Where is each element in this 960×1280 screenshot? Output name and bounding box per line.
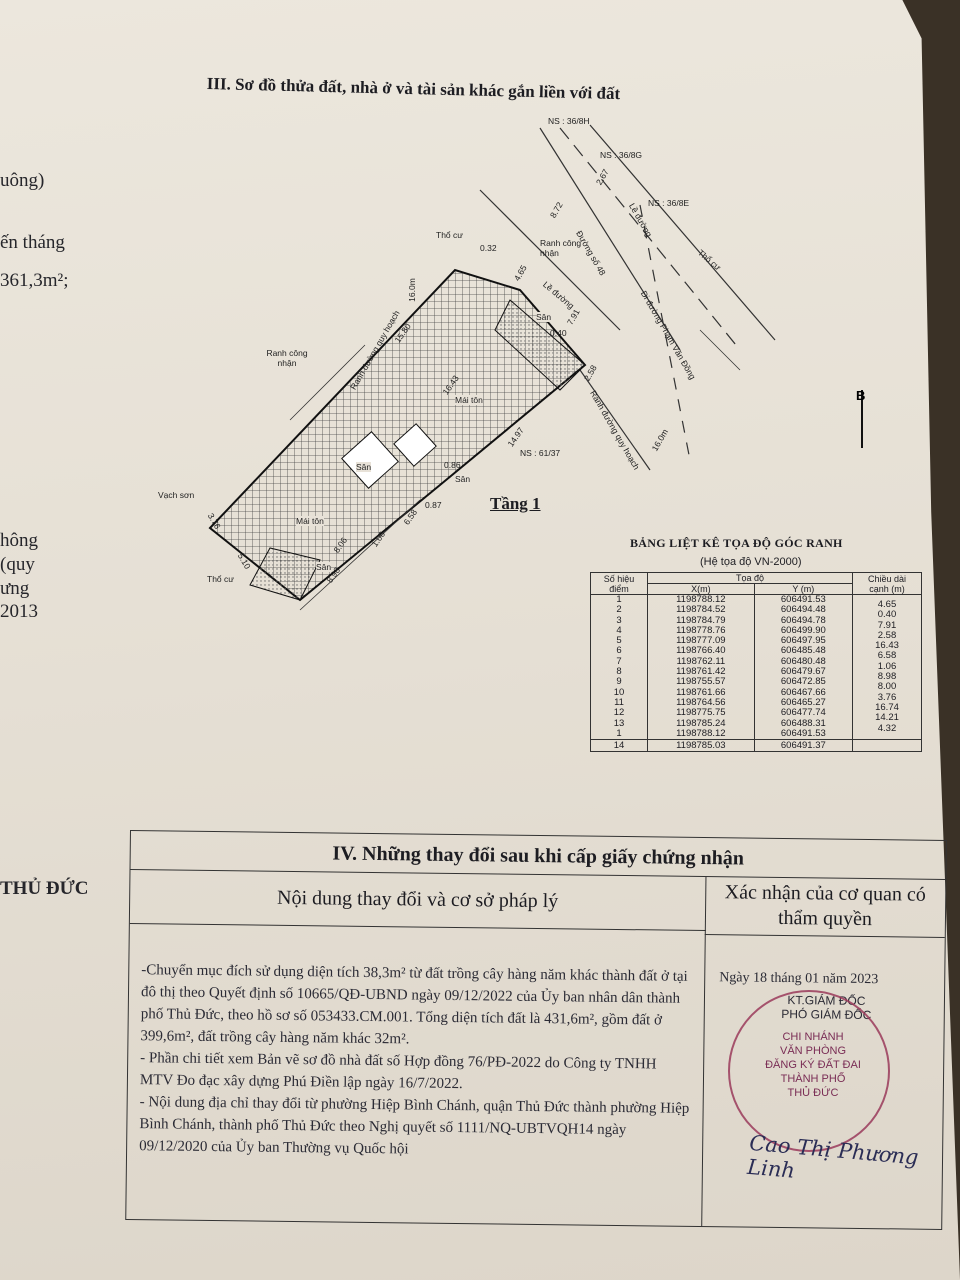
- label-tho-cu-bottom: Thổ cư: [207, 574, 234, 584]
- left-fragment: (quy: [0, 554, 35, 575]
- change-para-2: - Phần chi tiết xem Bản vẽ sơ đồ nhà đất…: [139, 1050, 657, 1093]
- north-label: B: [856, 388, 865, 403]
- th-coords: Tọa độ: [647, 572, 853, 584]
- dim-040: 0.40: [550, 328, 567, 338]
- north-arrow-icon: B: [856, 388, 865, 448]
- col-y: 606491.53 606494.48 606494.78 606499.90 …: [753, 593, 854, 741]
- section4-divider: [701, 930, 706, 1227]
- coord-table-title: BẢNG LIỆT KÊ TỌA ĐỘ GÓC RANH: [630, 536, 843, 550]
- th-y: Y (m): [753, 583, 854, 595]
- label-san-3: Sân: [455, 474, 471, 484]
- dim-032: 0.32: [480, 243, 497, 253]
- official-stamp-icon: [728, 990, 890, 1152]
- th-point: Số hiệu điểm: [590, 572, 648, 595]
- extra-y: 606491.37: [753, 739, 854, 753]
- label-san-4: Sân: [316, 562, 332, 572]
- label-san-2: Sân: [356, 462, 372, 472]
- left-fragment: 361,3m²;: [0, 270, 69, 291]
- col-ids: 1 2 3 4 5 6 7 8 9 10 11 12 13 1: [590, 593, 648, 741]
- label-tho-cu-top: Thổ cư: [436, 230, 463, 240]
- yard-back: [249, 547, 321, 601]
- label-vach-son: Vạch sơn: [158, 490, 195, 500]
- label-ranh-cong-nhan-left: Ranh công nhận: [266, 348, 308, 368]
- label-ranh-cong-nhan-top: Ranh công nhận: [540, 238, 582, 258]
- change-para-3: - Nội dung địa chỉ thay đổi từ phường Hi…: [139, 1094, 690, 1158]
- confirmation-date: Ngày 18 tháng 01 năm 2023: [719, 970, 879, 988]
- col-lens: 4.65 0.40 7.91 2.58 16.43 6.58 1.06 8.98…: [852, 593, 922, 741]
- dim-086: 0.86: [444, 460, 461, 470]
- left-fragment: uông): [0, 170, 45, 191]
- road-lines: [479, 124, 776, 471]
- section4-content: -Chuyển mục đích sử dụng diện tích 38,3m…: [139, 959, 691, 1164]
- stamp-text: CHI NHÁNH VĂN PHÒNG ĐĂNG KÝ ĐẤT ĐAI THÀN…: [765, 1031, 861, 1099]
- label-ns-368g: NS : 36/8G: [600, 150, 643, 160]
- label-ns-368e: NS : 36/8E: [648, 198, 690, 208]
- dimension-lines: [289, 329, 741, 611]
- extra-id: 14: [590, 739, 648, 753]
- left-fragment: hông: [0, 530, 38, 551]
- coord-table: Số hiệu điểm Tọa độ Chiều dài cạnh (m) X…: [590, 572, 922, 753]
- dim-087: 0.87: [425, 500, 442, 510]
- label-ns-6137: NS : 61/37: [520, 448, 561, 458]
- label-mai-ton-2: Mái tôn: [296, 516, 324, 526]
- label-ns-368h: NS : 36/8H: [548, 116, 590, 126]
- extra-len: [852, 739, 922, 753]
- label-width-16-left: 16.0m: [406, 278, 417, 302]
- section4-col-left: Nội dung thay đổi và cơ sở pháp lý: [129, 869, 707, 932]
- change-para-1: -Chuyển mục đích sử dụng diện tích 38,3m…: [140, 962, 688, 1048]
- coord-table-subtitle: (Hệ tọa độ VN-2000): [700, 556, 802, 568]
- th-x: X(m): [647, 583, 755, 595]
- left-fragment: 2013: [0, 601, 38, 622]
- left-fragment: ưng: [0, 578, 30, 599]
- left-fragment: THỦ ĐỨC: [0, 878, 89, 899]
- col-x: 1198788.12 1198784.52 1198784.79 1198778…: [647, 593, 755, 741]
- extra-x: 1198785.03: [647, 739, 755, 753]
- yard-front: [494, 299, 586, 391]
- label-san-1: Sân: [536, 312, 552, 322]
- inner-rooms: [341, 423, 437, 489]
- th-length: Chiều dài cạnh (m): [852, 572, 922, 595]
- label-mai-ton-1: Mái tôn: [455, 395, 483, 405]
- left-fragment: ến tháng: [0, 232, 65, 253]
- section4-col-right: Xác nhận của cơ quan có thẩm quyền: [704, 876, 946, 938]
- floor-label: Tầng 1: [490, 494, 541, 513]
